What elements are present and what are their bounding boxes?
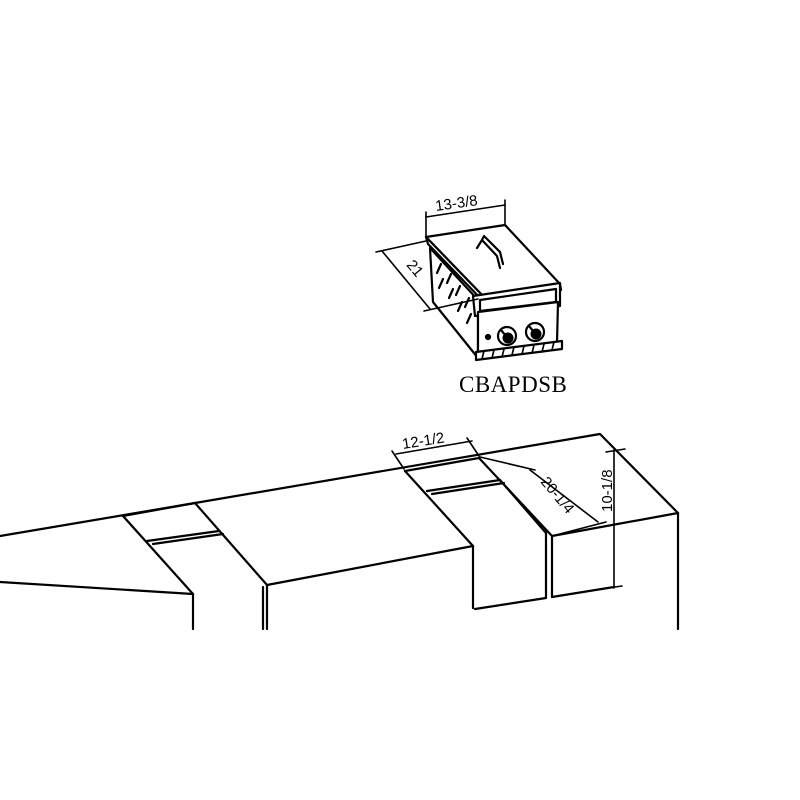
lid-handle — [475, 234, 505, 270]
vent-slots — [435, 262, 473, 325]
depth-dimension-label: 21 — [403, 257, 427, 281]
cutout-width-label: 12-1/2 — [401, 430, 446, 453]
width-dimension-label: 13-3/8 — [434, 192, 478, 215]
width-dimension: 13-3/8 — [425, 192, 506, 238]
counter-back-edge — [0, 432, 680, 538]
cutout-width-dimension: 12-1/2 — [391, 430, 480, 470]
igniter-button — [484, 333, 492, 341]
cutout-depth-dimension: 20-1/4 — [479, 456, 607, 537]
side-burner-unit: 13-3/8 21 CBAPDSB — [375, 192, 567, 397]
burner-knob-left — [496, 325, 518, 347]
left-opening — [121, 501, 269, 631]
counter-front-edge — [0, 580, 195, 596]
burner-knob-right — [524, 321, 546, 343]
cutout-depth-label: 20-1/4 — [537, 474, 577, 518]
cutout-height-dimension: 10-1/8 — [599, 448, 626, 589]
island-countertop: 12-1/2 20-1/4 10-1/8 — [0, 430, 680, 631]
center-counter — [265, 544, 475, 610]
model-label: CBAPDSB — [459, 372, 567, 397]
bezel-ticks — [481, 341, 555, 360]
cutout-opening — [403, 456, 680, 631]
cutout-height-label: 10-1/8 — [599, 469, 616, 512]
